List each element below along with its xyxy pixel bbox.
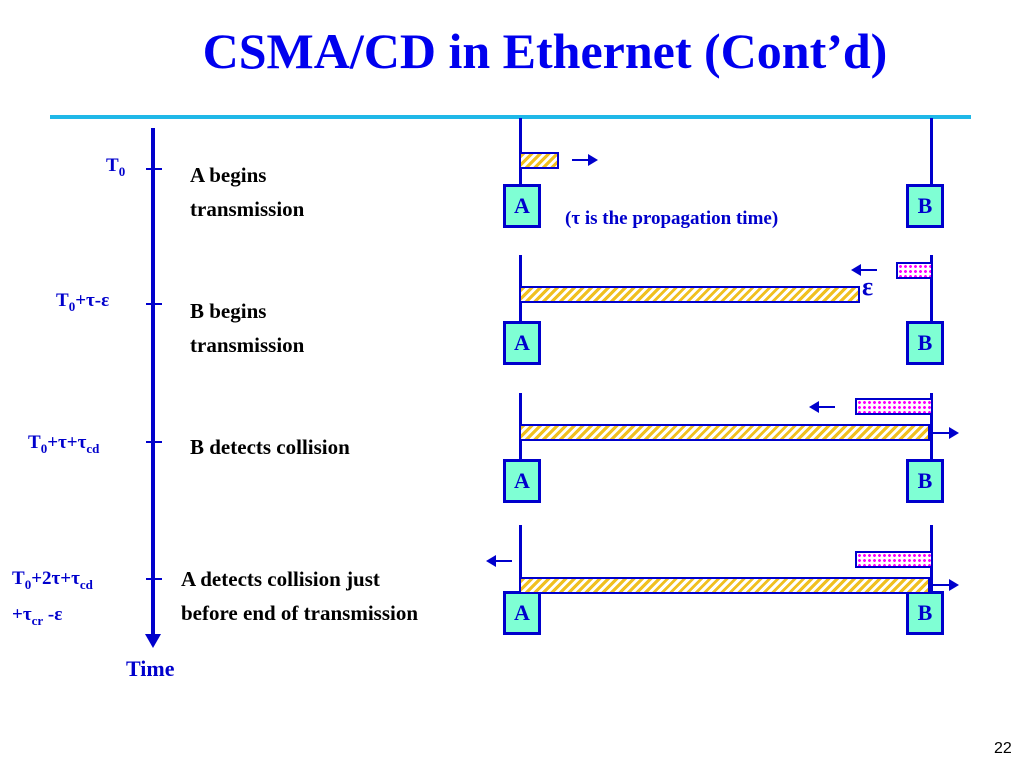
time-tick-1: [146, 303, 162, 305]
station-a-line-3: [519, 525, 522, 593]
epsilon-label: ε: [862, 272, 874, 301]
station-b-line-2: [930, 393, 933, 461]
arrow-b-left-2: [809, 401, 835, 413]
station-b-box-2: B: [906, 459, 944, 503]
arrow-a-right-2: [933, 427, 959, 439]
signal-b-2: [855, 398, 933, 415]
time-label-3: T0+2τ+τcd+τcr -ε: [12, 568, 93, 628]
station-b-line-1: [930, 255, 933, 323]
signal-b-3: [855, 551, 933, 568]
station-b-box-0: B: [906, 184, 944, 228]
arrow-a-right-0: [572, 154, 598, 166]
station-b-line-0: [930, 118, 933, 186]
time-label-1: T0+τ-ε: [56, 290, 110, 314]
station-a-box-2: A: [503, 459, 541, 503]
time-label-2: T0+τ+τcd: [28, 432, 100, 456]
time-axis-arrowhead: [145, 634, 161, 648]
arrow-a-right-3: [933, 579, 959, 591]
event-text-2: B detects collision: [190, 435, 350, 459]
signal-b-1: [896, 262, 933, 279]
time-axis-label: Time: [126, 656, 175, 681]
time-tick-2: [146, 441, 162, 443]
title-divider: [50, 115, 971, 119]
station-a-box-3: A: [503, 591, 541, 635]
time-tick-0: [146, 168, 162, 170]
slide-title: CSMA/CD in Ethernet (Cont’d): [202, 23, 888, 79]
signal-a-0: [519, 152, 559, 169]
station-b-box-1: B: [906, 321, 944, 365]
station-a-box-0: A: [503, 184, 541, 228]
signal-a-2: [519, 424, 930, 441]
signal-a-3: [519, 577, 930, 594]
arrow-b-left-1: [851, 264, 877, 276]
station-b-box-3: B: [906, 591, 944, 635]
propagation-note: (τ is the propagation time): [565, 208, 779, 229]
arrow-b-left-3: [486, 555, 512, 567]
time-label-0: T0: [106, 155, 126, 179]
station-a-box-1: A: [503, 321, 541, 365]
time-tick-3: [146, 578, 162, 580]
time-axis-line: [151, 128, 155, 638]
page-number: 22: [994, 740, 1012, 757]
signal-a-1: [519, 286, 860, 303]
